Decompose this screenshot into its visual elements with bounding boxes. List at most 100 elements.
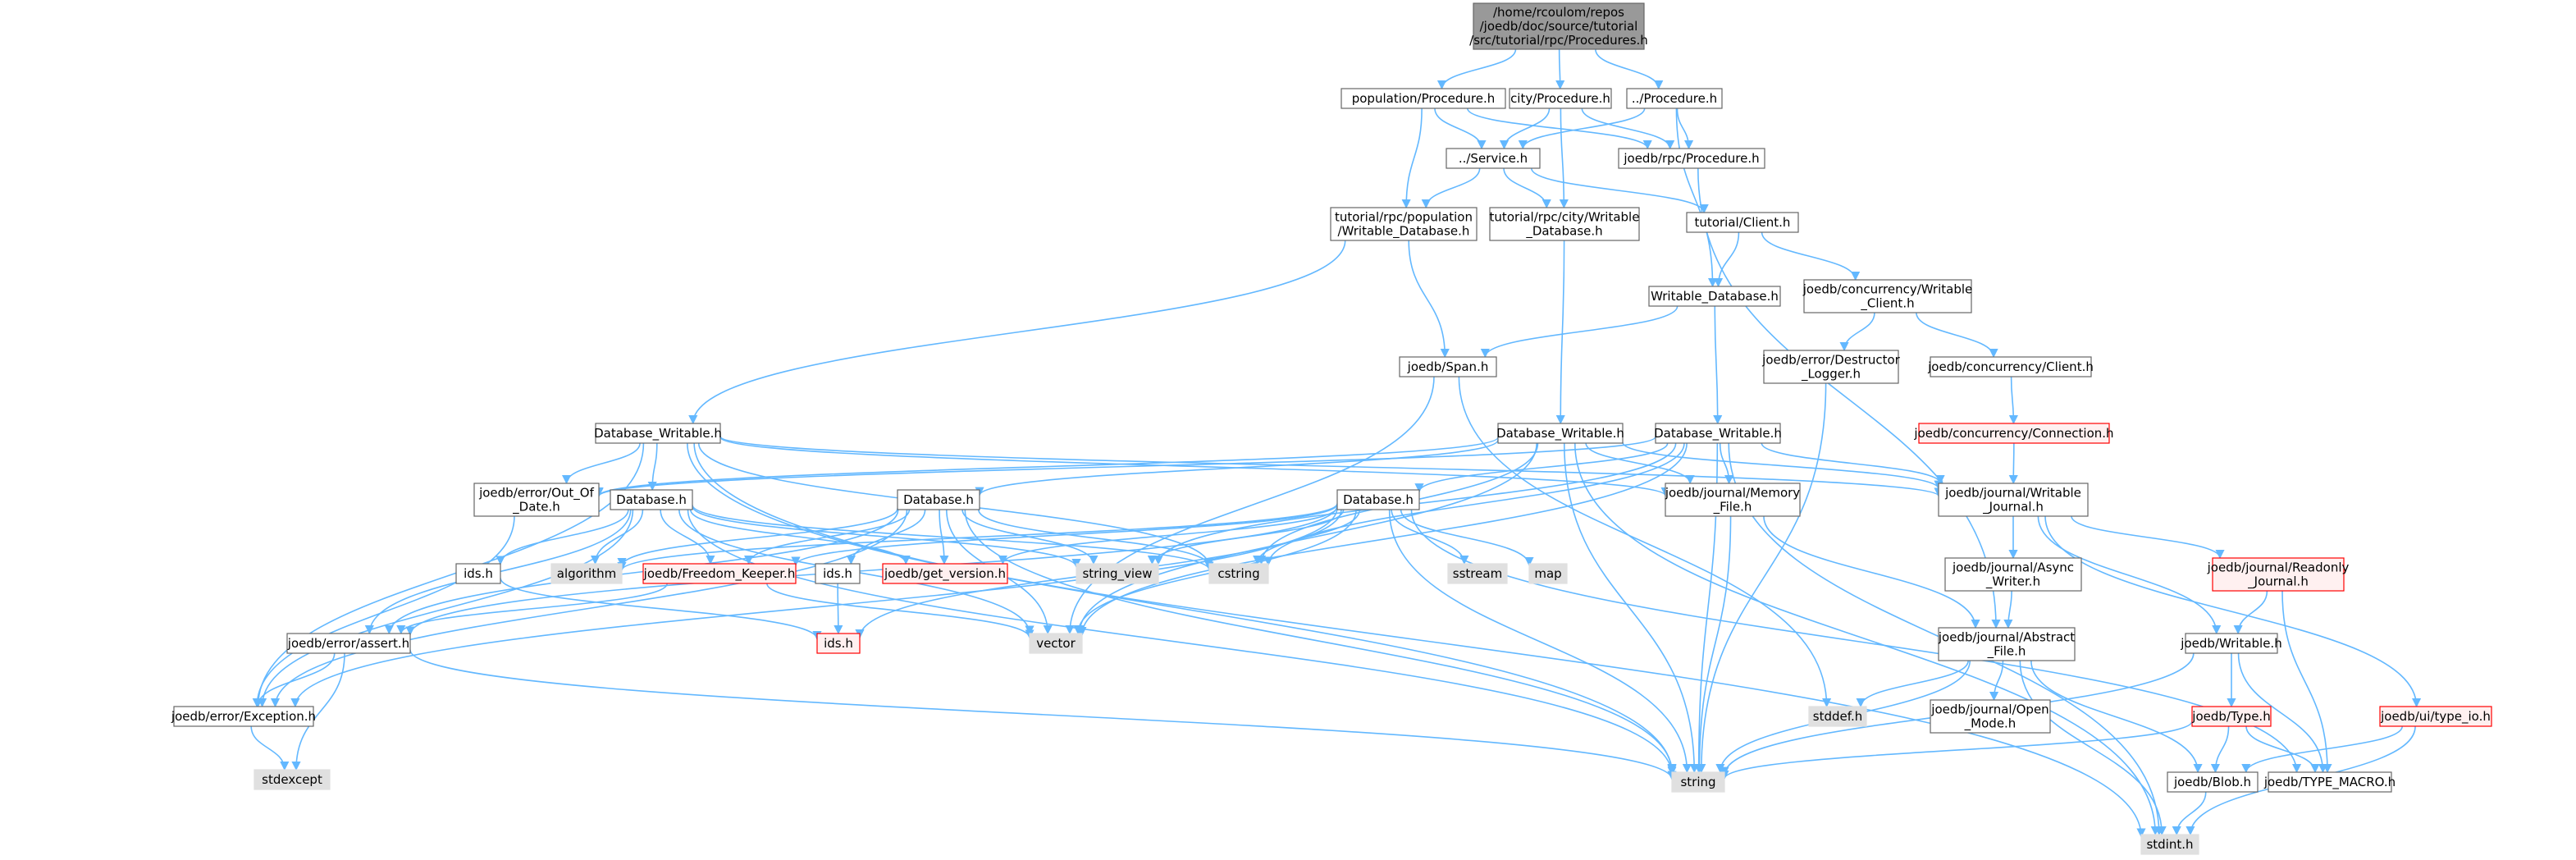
edge-db1-to-cstring <box>692 504 1214 571</box>
edge-dbw3-to-writable_journal <box>1761 442 1945 485</box>
node-assert-label-0: joedb/error/assert.h <box>287 636 409 651</box>
node-tutorial_client[interactable]: tutorial/Client.h <box>1686 212 1799 233</box>
node-vector[interactable]: vector <box>1029 633 1083 654</box>
edge-city_procedure-to-rpc_procedure <box>1581 108 1675 150</box>
node-freedom_keeper[interactable]: joedb/Freedom_Keeper.h <box>642 563 797 584</box>
node-span[interactable]: joedb/Span.h <box>1399 356 1497 377</box>
node-map[interactable]: map <box>1528 563 1568 584</box>
node-ids1[interactable]: ids.h <box>455 563 501 584</box>
node-open_mode[interactable]: joedb/journal/Open_Mode.h <box>1930 699 2051 734</box>
node-dotdot_procedure[interactable]: ../Procedure.h <box>1626 88 1723 109</box>
edge-dbw1-to-out_of_date <box>561 442 641 485</box>
node-stddef[interactable]: stddef.h <box>1808 706 1867 727</box>
node-city_procedure-label-0: city/Procedure.h <box>1510 91 1610 106</box>
node-writable_journal[interactable]: joedb/journal/Writable_Journal.h <box>1938 483 2089 517</box>
node-city_procedure-box <box>1509 88 1612 109</box>
node-db1[interactable]: Database.h <box>610 489 693 510</box>
node-rpc_procedure[interactable]: joedb/rpc/Procedure.h <box>1618 148 1765 169</box>
node-rpc_procedure-box <box>1618 148 1765 169</box>
node-db3[interactable]: Database.h <box>1336 489 1420 510</box>
node-type_h[interactable]: joedb/Type.h <box>2191 706 2272 727</box>
edge-dbw3-to-cstring <box>1263 442 1685 566</box>
node-exception[interactable]: joedb/error/Exception.h <box>171 706 316 727</box>
edge-rpc_procedure-to-abstract_file <box>1697 167 2001 629</box>
node-open_mode-label-1: _Mode.h <box>1964 716 2016 732</box>
edge-dbw2-to-writable_journal <box>1622 441 1943 490</box>
node-city_writable_db[interactable]: tutorial/rpc/city/Writable_Database.h <box>1489 207 1640 241</box>
node-abstract_file[interactable]: joedb/journal/Abstract_File.h <box>1938 627 2076 661</box>
edge-city_writable_db-to-dbw2 <box>1555 240 1565 425</box>
node-assert[interactable]: joedb/error/assert.h <box>286 633 411 654</box>
node-destructor_logger[interactable]: joedb/error/Destructor_Logger.h <box>1761 350 1901 384</box>
node-sstream[interactable]: sstream <box>1447 563 1508 584</box>
node-root[interactable]: /home/rcoulom/repos/joedb/doc/source/tut… <box>1469 2 1648 50</box>
edge-root-to-dotdot_procedure <box>1595 48 1664 90</box>
node-type_io[interactable]: joedb/ui/type_io.h <box>2379 706 2492 727</box>
node-dotdot_service[interactable]: ../Service.h <box>1446 148 1541 169</box>
node-dbw2[interactable]: Database_Writable.h <box>1496 423 1624 444</box>
edge-db3-to-assert <box>405 505 1338 636</box>
edge-dotdot_service-to-city_writable_db <box>1503 167 1551 209</box>
node-city_procedure[interactable]: city/Procedure.h <box>1509 88 1612 109</box>
node-get_version[interactable]: joedb/get_version.h <box>882 563 1008 584</box>
node-exception-label-0: joedb/error/Exception.h <box>171 709 316 724</box>
node-map-label-0: map <box>1534 566 1561 581</box>
edge-memory_file-to-abstract_file <box>1763 515 1980 629</box>
edge-dbw2-to-stdint <box>1574 442 2160 836</box>
node-writable_h-label-0: joedb/Writable.h <box>2180 636 2281 651</box>
node-conc_connection[interactable]: joedb/concurrency/Connection.h <box>1913 423 2114 444</box>
node-string_view[interactable]: string_view <box>1076 563 1159 584</box>
node-writable_h[interactable]: joedb/Writable.h <box>2180 633 2282 654</box>
edge-abstract_file-to-stdint <box>2019 660 2167 836</box>
node-pop_writable_db-label-1: /Writable_Database.h <box>1338 224 1470 240</box>
node-writable_database[interactable]: Writable_Database.h <box>1648 286 1781 307</box>
edge-abstract_file-to-blob <box>2030 660 2203 774</box>
node-readonly_journal-label-1: _Journal.h <box>2247 574 2309 590</box>
node-readonly_journal[interactable]: joedb/journal/Readonly_Journal.h <box>2207 557 2350 592</box>
node-blob[interactable]: joedb/Blob.h <box>2167 771 2259 793</box>
edge-db3-to-exception <box>290 507 1338 708</box>
node-async_writer-label-0: joedb/journal/Async <box>1952 560 2074 575</box>
node-string[interactable]: string <box>1671 771 1725 793</box>
edge-dbw2-to-db2 <box>975 439 1499 496</box>
node-cstring[interactable]: cstring <box>1208 563 1269 584</box>
node-algorithm[interactable]: algorithm <box>550 563 623 584</box>
node-memory_file[interactable]: joedb/journal/Memory_File.h <box>1665 483 1801 517</box>
node-ids1-label-0: ids.h <box>464 566 493 581</box>
node-db3-label-0: Database.h <box>1343 492 1414 507</box>
node-assert-box <box>286 633 411 654</box>
node-algorithm-label-0: algorithm <box>557 566 616 581</box>
node-city_writable_db-label-1: _Database.h <box>1525 224 1602 240</box>
node-stddef-label-0: stddef.h <box>1813 709 1862 724</box>
node-conc_writable_client[interactable]: joedb/concurrency/Writable_Client.h <box>1802 279 1973 313</box>
node-conc_writable_client-label-1: _Client.h <box>1860 296 1914 312</box>
node-string-box <box>1671 771 1725 793</box>
node-stdint-box <box>2140 834 2199 855</box>
node-ids_red[interactable]: ids.h <box>816 633 861 654</box>
node-stdexcept[interactable]: stdexcept <box>253 769 331 790</box>
node-root-label-1: /joedb/doc/source/tutorial <box>1480 19 1638 34</box>
node-pop_writable_db[interactable]: tutorial/rpc/population/Writable_Databas… <box>1330 207 1478 241</box>
edge-db1-to-get_version <box>689 509 911 565</box>
edge-db2-to-cstring <box>978 509 1214 568</box>
edge-readonly_journal-to-type_macro <box>2281 590 2332 774</box>
node-async_writer[interactable]: joedb/journal/Async_Writer.h <box>1944 557 2082 592</box>
edge-db1-to-exception <box>258 509 634 708</box>
node-type_macro-box <box>2268 771 2392 793</box>
node-ids2[interactable]: ids.h <box>815 563 861 584</box>
node-stdint[interactable]: stdint.h <box>2140 834 2199 855</box>
node-type_macro[interactable]: joedb/TYPE_MACRO.h <box>2263 771 2396 793</box>
node-db3-box <box>1336 489 1420 510</box>
node-dbw3[interactable]: Database_Writable.h <box>1654 423 1782 444</box>
edge-exception-to-stdexcept <box>250 725 290 771</box>
node-conc_client[interactable]: joedb/concurrency/Client.h <box>1927 356 2094 377</box>
node-out_of_date[interactable]: joedb/error/Out_Of_Date.h <box>473 483 600 517</box>
edge-conc_client-to-conc_connection <box>2008 376 2019 425</box>
node-pop_procedure[interactable]: population/Procedure.h <box>1341 88 1506 109</box>
node-writable_h-box <box>2185 633 2278 654</box>
node-span-box <box>1399 356 1497 377</box>
node-db2[interactable]: Database.h <box>897 489 980 510</box>
edge-pop_writable_db-to-span <box>1408 240 1450 359</box>
edge-dotdot_procedure-to-dotdot_service <box>1518 108 1646 150</box>
node-dbw1[interactable]: Database_Writable.h <box>594 423 722 444</box>
